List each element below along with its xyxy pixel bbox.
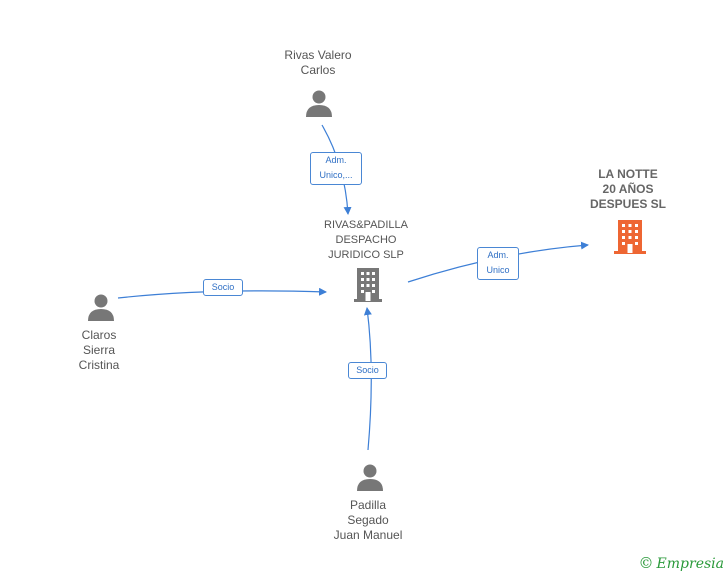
building-icon[interactable]	[614, 220, 646, 254]
person-icon[interactable]	[355, 462, 385, 492]
edge-padilla-to-rivas-padilla[interactable]	[363, 307, 372, 451]
building-icon[interactable]	[354, 268, 382, 302]
edge-label-adm-unico-notte[interactable]: Adm. Unico	[477, 247, 519, 280]
node-label-padilla: Padilla Segado Juan Manuel	[333, 498, 403, 542]
node-label-rivas-padilla: RIVAS&PADILLA DESPACHO JURIDICO SLP	[324, 219, 408, 261]
edge-label-socio-padilla[interactable]: Socio	[348, 362, 387, 379]
person-icon[interactable]	[304, 88, 334, 118]
brand-logo-text: Empresia	[656, 556, 724, 572]
person-icon[interactable]	[86, 292, 116, 322]
edge-label-adm-unico-rivas[interactable]: Adm. Unico,...	[310, 152, 362, 185]
node-label-rivas-valero: Rivas Valero Carlos	[284, 48, 352, 77]
node-label-claros: Claros Sierra Cristina	[78, 328, 120, 372]
edge-label-socio-claros[interactable]: Socio	[203, 279, 243, 296]
copyright-symbol: ©	[638, 554, 654, 572]
empresia-watermark: ©Empresia	[639, 554, 724, 572]
node-label-la-notte: LA NOTTE 20 AÑOS DESPUES SL	[589, 167, 667, 211]
